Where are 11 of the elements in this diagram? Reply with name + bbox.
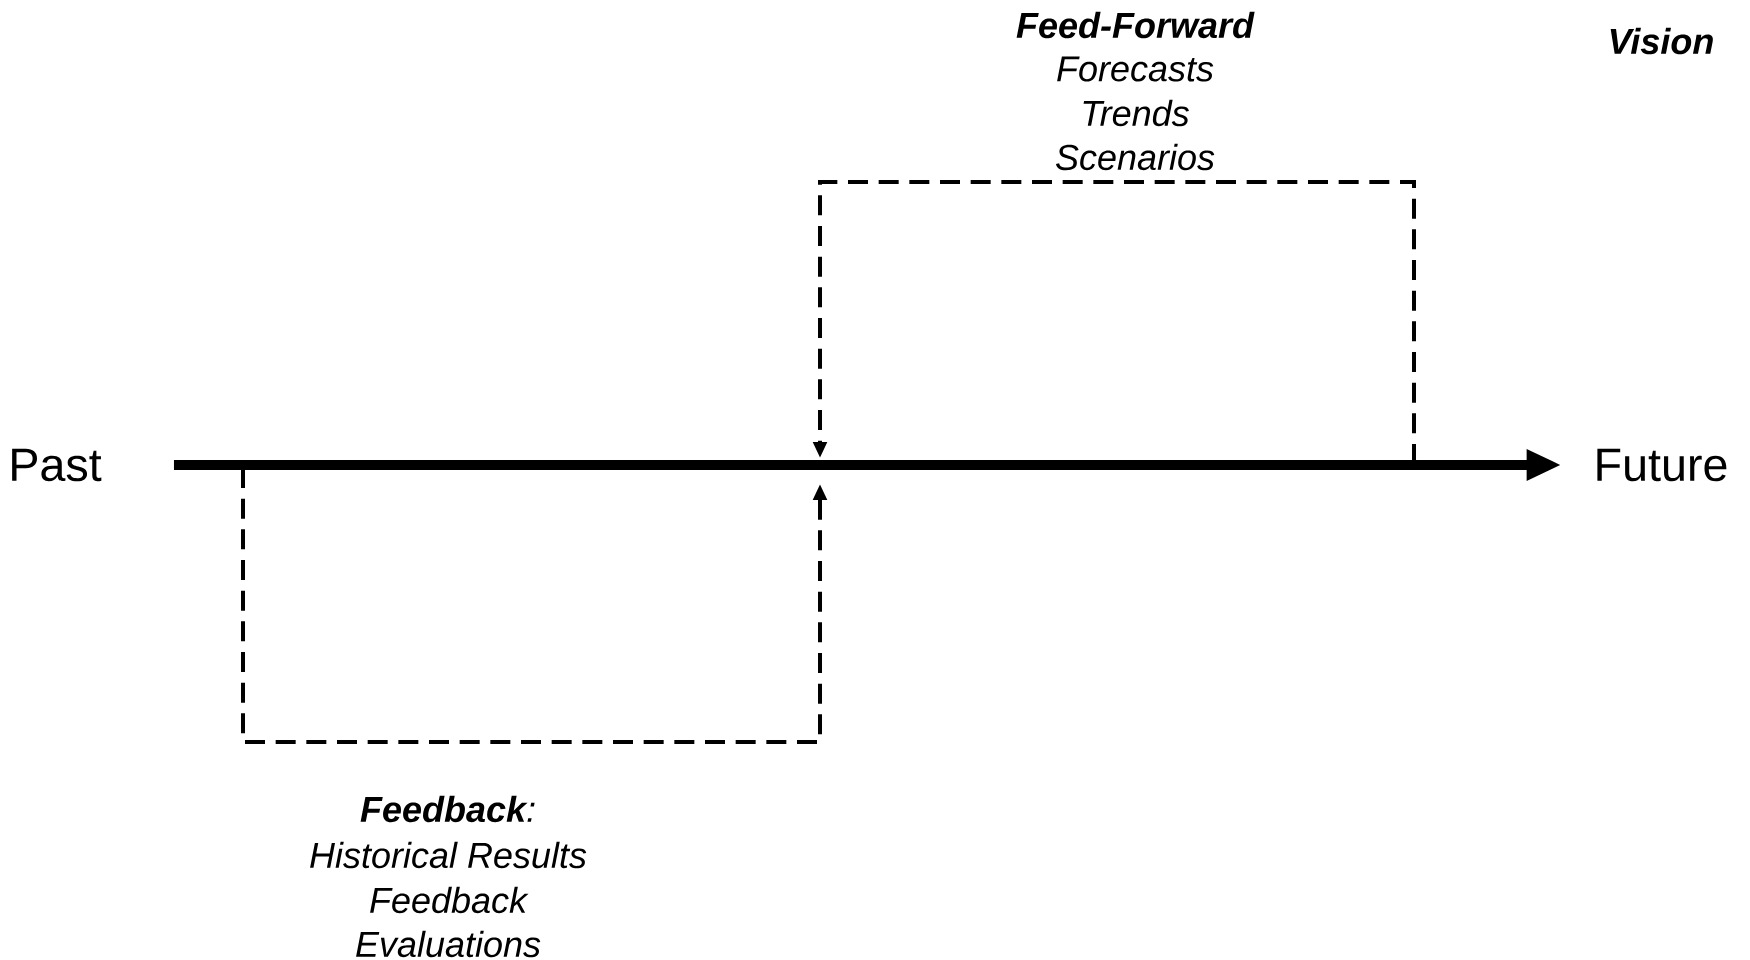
list-item-text: Scenarios (1056, 143, 1215, 171)
list-item-text: Feedback (370, 886, 529, 914)
heading-text: Vision (1610, 27, 1713, 55)
list-item-text: Forecasts (1057, 56, 1214, 82)
timeline-end-label: Future (1597, 448, 1727, 482)
heading-text: Feedback: (360, 795, 535, 823)
heading-text: Feed-Forward (1016, 11, 1255, 39)
list-item-text: Evaluations (356, 930, 541, 958)
timeline-end-label: Past (12, 448, 102, 482)
list-item-text: Trends (1083, 99, 1189, 127)
list-item-text: Historical Results (310, 841, 587, 869)
